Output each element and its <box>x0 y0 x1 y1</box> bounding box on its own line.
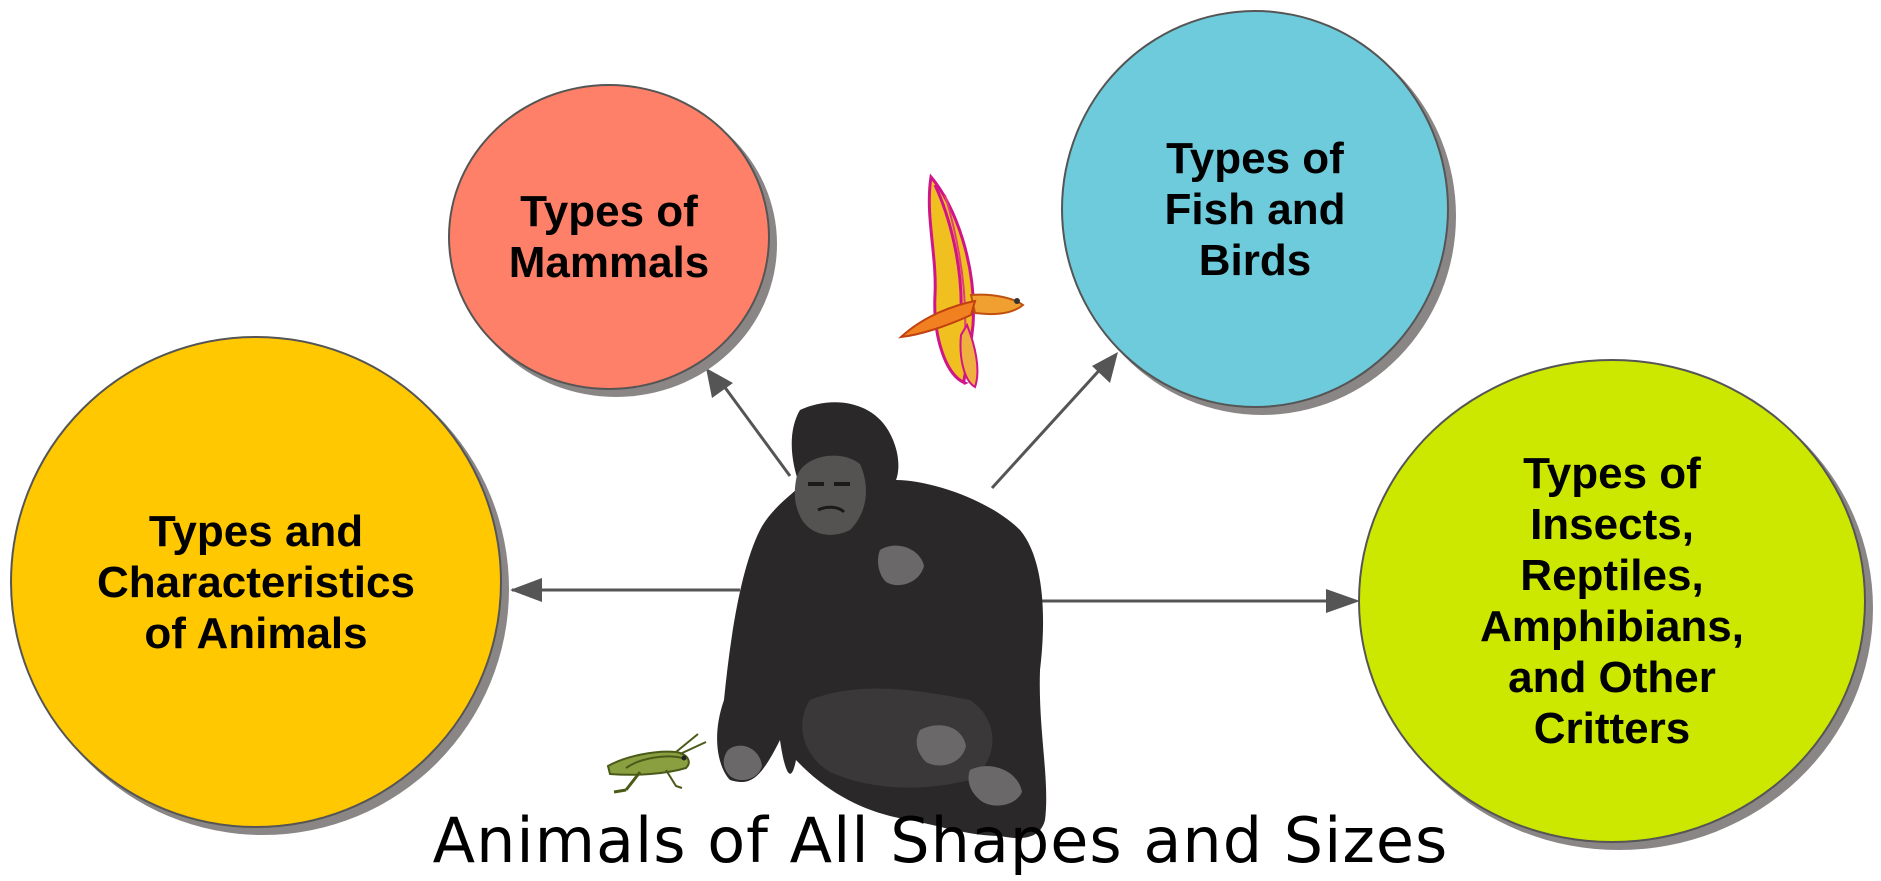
arrow-to-characteristics <box>510 578 740 602</box>
grasshopper-illustration <box>608 734 706 792</box>
arrow-to-fish-birds <box>992 352 1118 488</box>
node-mammals: Types of Mammals <box>448 84 770 390</box>
bird-illustration <box>901 177 1023 387</box>
arrow-to-mammals <box>706 368 790 476</box>
diagram-title: Animals of All Shapes and Sizes <box>0 804 1881 877</box>
arrow-to-insects-reptiles <box>1040 589 1360 613</box>
node-fish-birds: Types of Fish and Birds <box>1061 10 1449 408</box>
node-characteristics: Types and Characteristics of Animals <box>10 336 502 828</box>
node-mammals-label: Types of Mammals <box>509 186 710 288</box>
node-insects-reptiles: Types of Insects, Reptiles, Amphibians, … <box>1358 359 1866 843</box>
node-insects-reptiles-label: Types of Insects, Reptiles, Amphibians, … <box>1480 448 1744 754</box>
gorilla-illustration <box>717 402 1046 838</box>
node-characteristics-label: Types and Characteristics of Animals <box>97 506 415 659</box>
node-fish-birds-label: Types of Fish and Birds <box>1165 133 1346 286</box>
